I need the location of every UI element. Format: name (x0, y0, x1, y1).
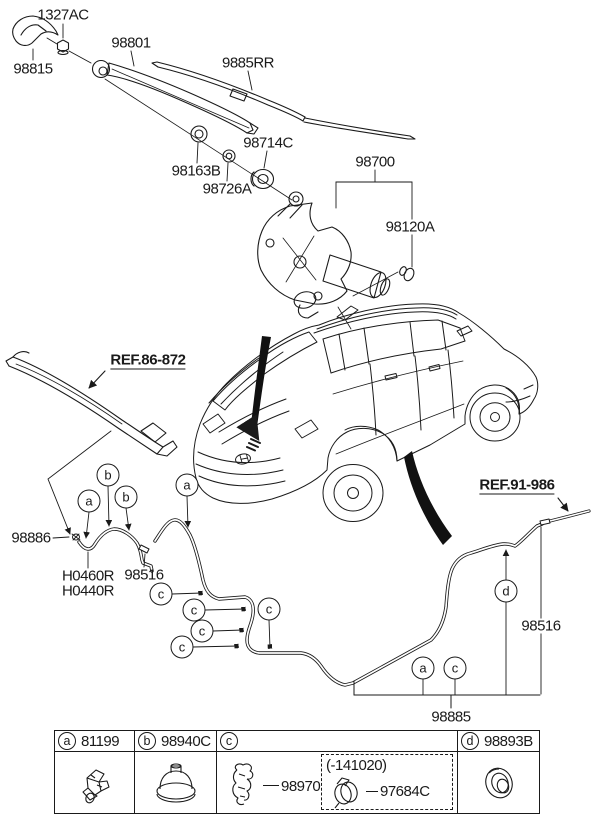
callout-a-2: a (175, 473, 199, 497)
label-H0460R: H0460R (61, 567, 115, 585)
legend-letter-a: a (58, 732, 76, 750)
callout-c-3: c (190, 619, 214, 643)
label-H0440R: H0440R (61, 582, 115, 600)
front-wheel (469, 387, 521, 442)
callout-b-1: b (96, 463, 120, 487)
callout-a-3: a (411, 656, 435, 680)
legend-dashed-range-label: (-141020) (326, 757, 387, 774)
legend-dash-variant (366, 791, 378, 792)
label-98726A: 98726A (202, 180, 252, 198)
callout-c-2: c (182, 598, 206, 622)
hose-connector-right (539, 518, 551, 526)
hose-assy-bracket (353, 680, 541, 709)
roof-antenna-fin (336, 305, 359, 321)
callout-leader-lines (47, 370, 569, 696)
brand-logo (235, 453, 251, 465)
wiper-motor-drawing (257, 191, 391, 319)
callout-d-1: d (494, 579, 518, 603)
label-98815: 98815 (13, 60, 53, 78)
legend-clip-part-label: 98970 (281, 778, 321, 795)
routing-swoosh-arrows (251, 336, 452, 545)
label-98516-left: 98516 (124, 566, 164, 584)
taillight-left (202, 413, 226, 434)
rear-wheel (322, 425, 398, 522)
swoosh-arrowhead (236, 414, 260, 442)
callout-c-4: c (170, 635, 194, 659)
grommet-b-icon (155, 762, 196, 803)
label-ref-91-986: REF.91-986 (479, 476, 555, 495)
legend-cell-d (458, 752, 539, 813)
washer-hose-drawing (71, 509, 591, 687)
label-98163B: 98163B (171, 162, 221, 180)
legend-part-b: 98940C (161, 732, 211, 750)
legend-table: a 81199 b 98940C c d 98893B (54, 730, 540, 814)
label-ref-86-872: REF.86-872 (110, 351, 186, 370)
label-98120A: 98120A (383, 218, 437, 236)
callout-c-5: c (257, 597, 281, 621)
legend-dashed-part-label: 97684C (380, 783, 430, 800)
legend-letter-d: d (461, 732, 479, 750)
label-98886: 98886 (11, 529, 51, 547)
label-98885: 98885 (431, 708, 471, 726)
legend-cell-b (135, 752, 217, 813)
pivot-nut-drawing (56, 23, 92, 64)
wiper-mount-location (246, 438, 261, 452)
vehicle-drawing (193, 303, 539, 522)
retainer-clip-a-icon (81, 768, 110, 803)
legend-header-b: b 98940C (135, 731, 217, 752)
wiper-cap-drawing (12, 15, 59, 61)
legend-part-a: 81199 (81, 732, 120, 750)
hose-connector-left (138, 544, 150, 554)
label-1327AC: 1327AC (37, 6, 89, 24)
label-98700: 98700 (355, 153, 395, 171)
label-98516-right: 98516 (519, 617, 563, 635)
legend-part-d: 98893B (484, 732, 533, 750)
legend-letter-c: c (220, 732, 238, 750)
label-9885RR: 9885RR (221, 54, 275, 72)
hose-clip-c-icon (232, 763, 254, 806)
legend-header-d: d 98893B (458, 731, 539, 752)
callout-b-2: b (114, 485, 138, 509)
legend-dash-c (263, 785, 279, 786)
washer-nozzle-drawing (71, 533, 81, 541)
legend-letter-b: b (138, 732, 156, 750)
callout-c-6: c (443, 656, 467, 680)
pivot-grommet-98714C-drawing (250, 150, 275, 190)
spoiler-drawing (5, 351, 178, 457)
legend-cell-c: 98970 (-141020) 97684C (217, 752, 458, 813)
pivot-nut-98726A-drawing (222, 149, 236, 182)
wiper-arm-drawing (91, 50, 259, 135)
label-98714C: 98714C (243, 134, 293, 152)
motor-bolt-98120A-drawing (352, 266, 415, 297)
legend-cell-a (55, 752, 135, 813)
wiper-blade-drawing (151, 61, 416, 140)
pivot-cap-98163B-drawing (190, 125, 208, 164)
legend-dashed-variant-box: (-141020) 97684C (321, 754, 453, 810)
motor-to-car-leader (337, 306, 352, 330)
pivot-exploded-axis-line (104, 78, 293, 201)
callout-c-1: c (149, 582, 173, 606)
label-98801: 98801 (111, 34, 151, 52)
hose-clamp-icon (334, 777, 358, 809)
legend-header-a: a 81199 (55, 731, 135, 752)
grommet-d-icon (484, 767, 513, 798)
taillight-right (294, 419, 319, 439)
side-mirror (456, 325, 473, 337)
legend-header-c: c (217, 731, 458, 752)
callout-a-1: a (77, 489, 101, 513)
